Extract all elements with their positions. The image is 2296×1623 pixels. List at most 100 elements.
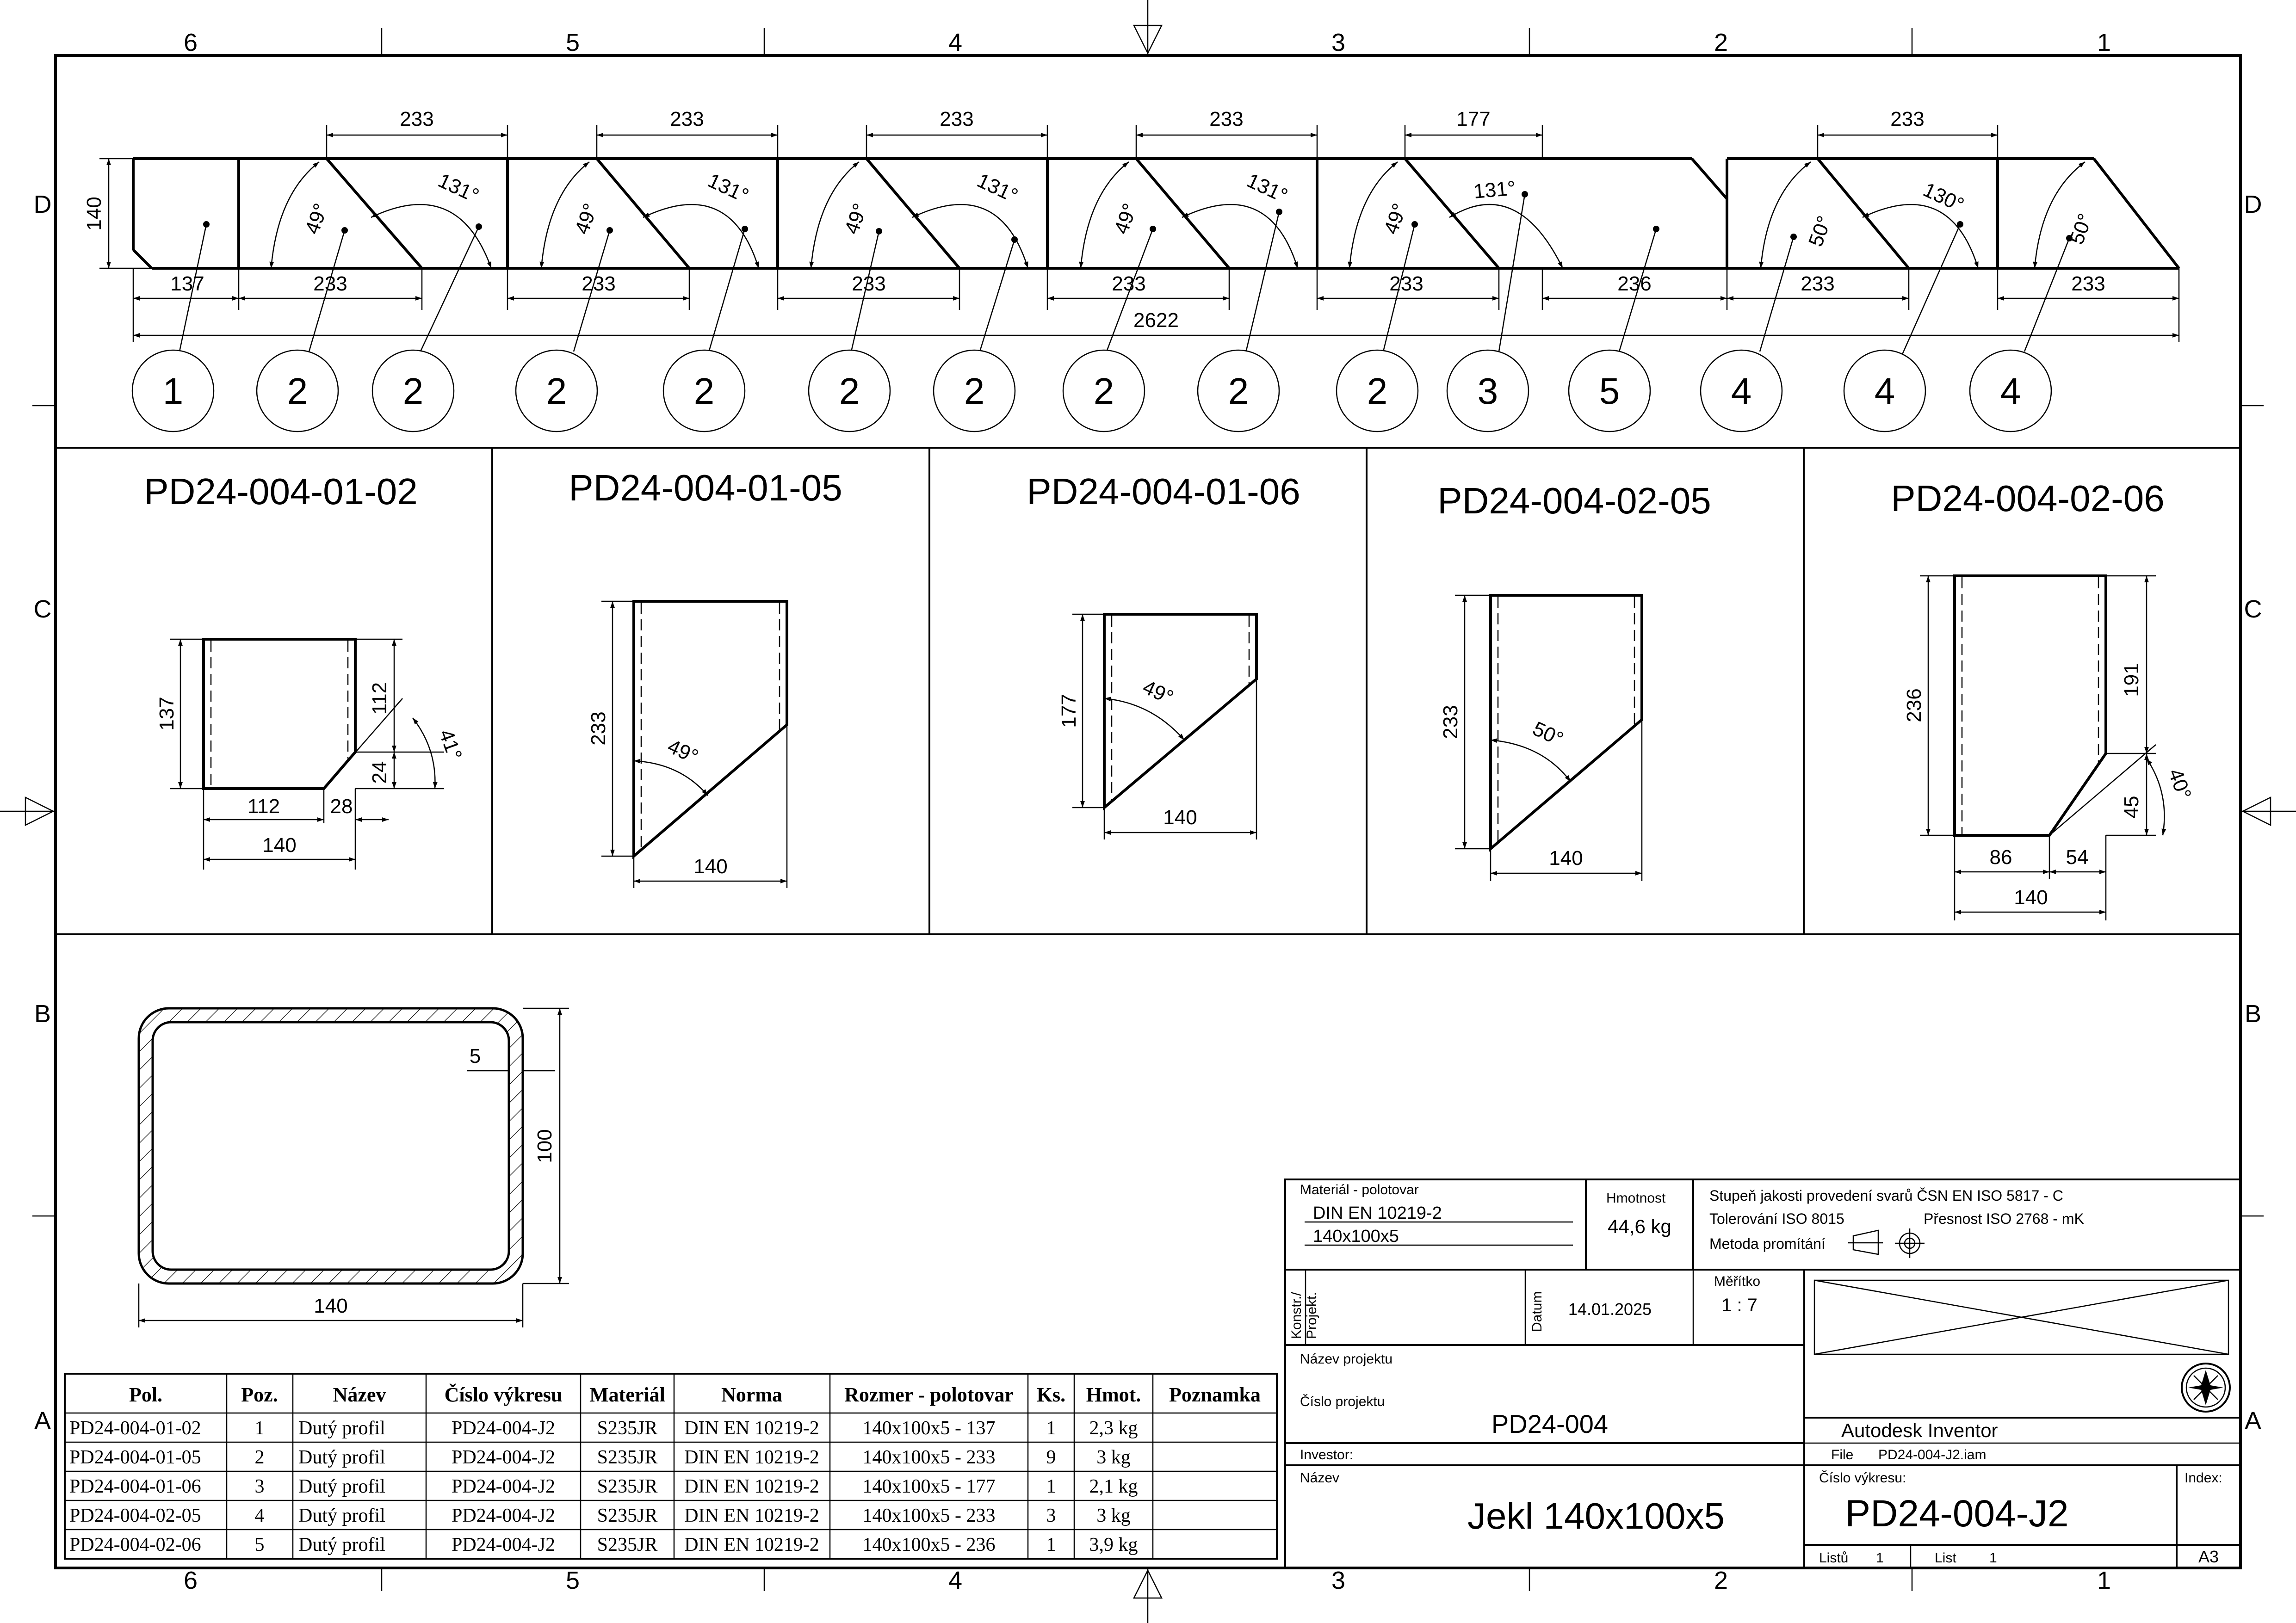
- angle-label: 131°: [435, 169, 483, 207]
- date-value: 14.01.2025: [1568, 1300, 1652, 1319]
- view-separators: [56, 447, 2240, 935]
- sheet-format: A3: [2198, 1547, 2219, 1566]
- detail-title: PD24-004-01-02: [144, 471, 417, 512]
- scale-value: 1 : 7: [1721, 1295, 1758, 1315]
- dim-top: 233: [400, 108, 433, 130]
- angle-label: 41°: [434, 726, 466, 763]
- svg-text:DIN EN 10219-2: DIN EN 10219-2: [684, 1418, 819, 1439]
- table-header: Pol.: [129, 1383, 162, 1406]
- dim-bottom: 233: [2071, 272, 2105, 295]
- dim-bottom: 137: [170, 272, 204, 295]
- svg-text:140x100x5 - 233: 140x100x5 - 233: [863, 1447, 996, 1468]
- svg-text:PD24-004-01-06: PD24-004-01-06: [69, 1476, 201, 1497]
- angle-label: 131°: [1473, 177, 1516, 203]
- dim-top: 233: [1890, 108, 1924, 130]
- angle-label: 49°: [840, 200, 872, 237]
- angle-label: 49°: [1380, 200, 1411, 237]
- balloon-number: 2: [403, 370, 424, 412]
- tube-cross-section: 5 100 140: [137, 1007, 569, 1327]
- dim-top: 233: [1209, 108, 1243, 130]
- svg-text:S235JR: S235JR: [597, 1505, 658, 1526]
- balloon-number: 2: [1094, 370, 1114, 412]
- row-label: B: [34, 1000, 51, 1028]
- svg-text:S235JR: S235JR: [597, 1418, 658, 1439]
- svg-text:2,1 kg: 2,1 kg: [1089, 1476, 1138, 1497]
- balloon-number: 1: [163, 370, 184, 412]
- balloon-number: 2: [1228, 370, 1249, 412]
- dim: 140: [262, 834, 296, 857]
- angle-label: 49°: [1110, 200, 1142, 237]
- dim-bottom: 236: [1617, 272, 1651, 295]
- dim: 54: [2066, 846, 2089, 869]
- table-header: Norma: [721, 1383, 782, 1406]
- col-label: 5: [566, 29, 580, 56]
- datum-label: Datum: [1529, 1291, 1545, 1332]
- sheets-count: 1: [1876, 1550, 1884, 1566]
- dim-bottom: 233: [1389, 272, 1423, 295]
- balloon-number: 4: [1875, 370, 1895, 412]
- title-block: Materiál - polotovar Hmotnost Stupeň jak…: [1284, 1179, 2241, 1569]
- svg-text:S235JR: S235JR: [597, 1534, 658, 1555]
- angle-label: 49°: [570, 200, 602, 237]
- dim: 140: [693, 855, 727, 878]
- angle-label: 49°: [301, 200, 333, 237]
- detail-title: PD24-004-01-06: [1027, 471, 1300, 512]
- material-label: Materiál - polotovar: [1300, 1182, 1419, 1197]
- row-label: B: [2245, 1000, 2261, 1028]
- svg-text:140x100x5 - 233: 140x100x5 - 233: [863, 1505, 996, 1526]
- table-header: Poznamka: [1169, 1383, 1261, 1406]
- balloon-number: 2: [964, 370, 985, 412]
- svg-text:140x100x5 - 177: 140x100x5 - 177: [863, 1476, 996, 1497]
- dim: 28: [330, 795, 353, 818]
- detail-01-06: 177 140 49°: [1058, 613, 1258, 839]
- dim-bottom: 233: [582, 272, 615, 295]
- material-profile: 140x100x5: [1313, 1227, 1399, 1246]
- svg-text:Dutý profil: Dutý profil: [298, 1505, 385, 1526]
- material-norm: DIN EN 10219-2: [1313, 1203, 1442, 1223]
- drawing-number: PD24-004-J2: [1845, 1493, 2068, 1535]
- table-header: Materiál: [589, 1383, 665, 1406]
- svg-text:PD24-004-J2: PD24-004-J2: [452, 1534, 555, 1555]
- grid-labels: 6 5 4 3 2 1 6 5 4 3 2 1 D C B A D C B A: [34, 29, 2262, 1594]
- table-header: Hmot.: [1086, 1383, 1141, 1406]
- svg-text:Dutý profil: Dutý profil: [298, 1476, 385, 1497]
- detail-01-02: 137 112 24 112 28 140 41°: [155, 638, 466, 870]
- precision: Přesnost ISO 2768 - mK: [1924, 1210, 2084, 1227]
- logo-placeholder: [1813, 1279, 2229, 1355]
- svg-text:4: 4: [255, 1505, 265, 1526]
- dim-bottom: 233: [313, 272, 347, 295]
- svg-text:Dutý profil: Dutý profil: [298, 1418, 385, 1439]
- detail-title: PD24-004-02-05: [1437, 480, 1711, 521]
- angle-label: 49°: [664, 735, 702, 769]
- col-label: 2: [1714, 1567, 1728, 1594]
- svg-text:DIN EN 10219-2: DIN EN 10219-2: [684, 1447, 819, 1468]
- svg-text:PD24-004-J2: PD24-004-J2: [452, 1476, 555, 1497]
- project-number-label: Číslo projektu: [1300, 1394, 1385, 1409]
- parts-table: Pol. Poz. Název Číslo výkresu Materiál N…: [64, 1373, 1278, 1560]
- svg-text:PD24-004-01-05: PD24-004-01-05: [69, 1447, 201, 1468]
- detail-titles: PD24-004-01-02 PD24-004-01-05 PD24-004-0…: [144, 467, 2164, 521]
- dim-width: 140: [314, 1295, 347, 1317]
- software-name: Autodesk Inventor: [1841, 1419, 1998, 1441]
- svg-text:PD24-004-02-05: PD24-004-02-05: [69, 1505, 201, 1526]
- cutting-layout: 233 233 233 233 177 233 137 233 233 233 …: [83, 108, 2180, 432]
- project-name-label: Název projektu: [1300, 1351, 1392, 1367]
- name-label: Název: [1300, 1470, 1339, 1486]
- balloon-number: 5: [1599, 370, 1620, 412]
- angle-label: 49°: [1139, 676, 1177, 710]
- drawing-name: Jekl 140x100x5: [1467, 1495, 1725, 1537]
- file-label: File: [1831, 1447, 1853, 1463]
- balloon-number: 2: [1367, 370, 1388, 412]
- investor-label: Investor:: [1300, 1447, 1353, 1463]
- svg-text:S235JR: S235JR: [597, 1447, 658, 1468]
- svg-text:PD24-004-02-06: PD24-004-02-06: [69, 1534, 201, 1555]
- balloon-number: 4: [1731, 370, 1752, 412]
- dim-height: 140: [83, 197, 105, 230]
- svg-text:3: 3: [255, 1476, 265, 1497]
- balloon-number: 4: [2000, 370, 2021, 412]
- dim: 140: [1549, 847, 1583, 870]
- row-label: C: [34, 595, 52, 623]
- svg-text:PD24-004-01-02: PD24-004-01-02: [69, 1418, 201, 1439]
